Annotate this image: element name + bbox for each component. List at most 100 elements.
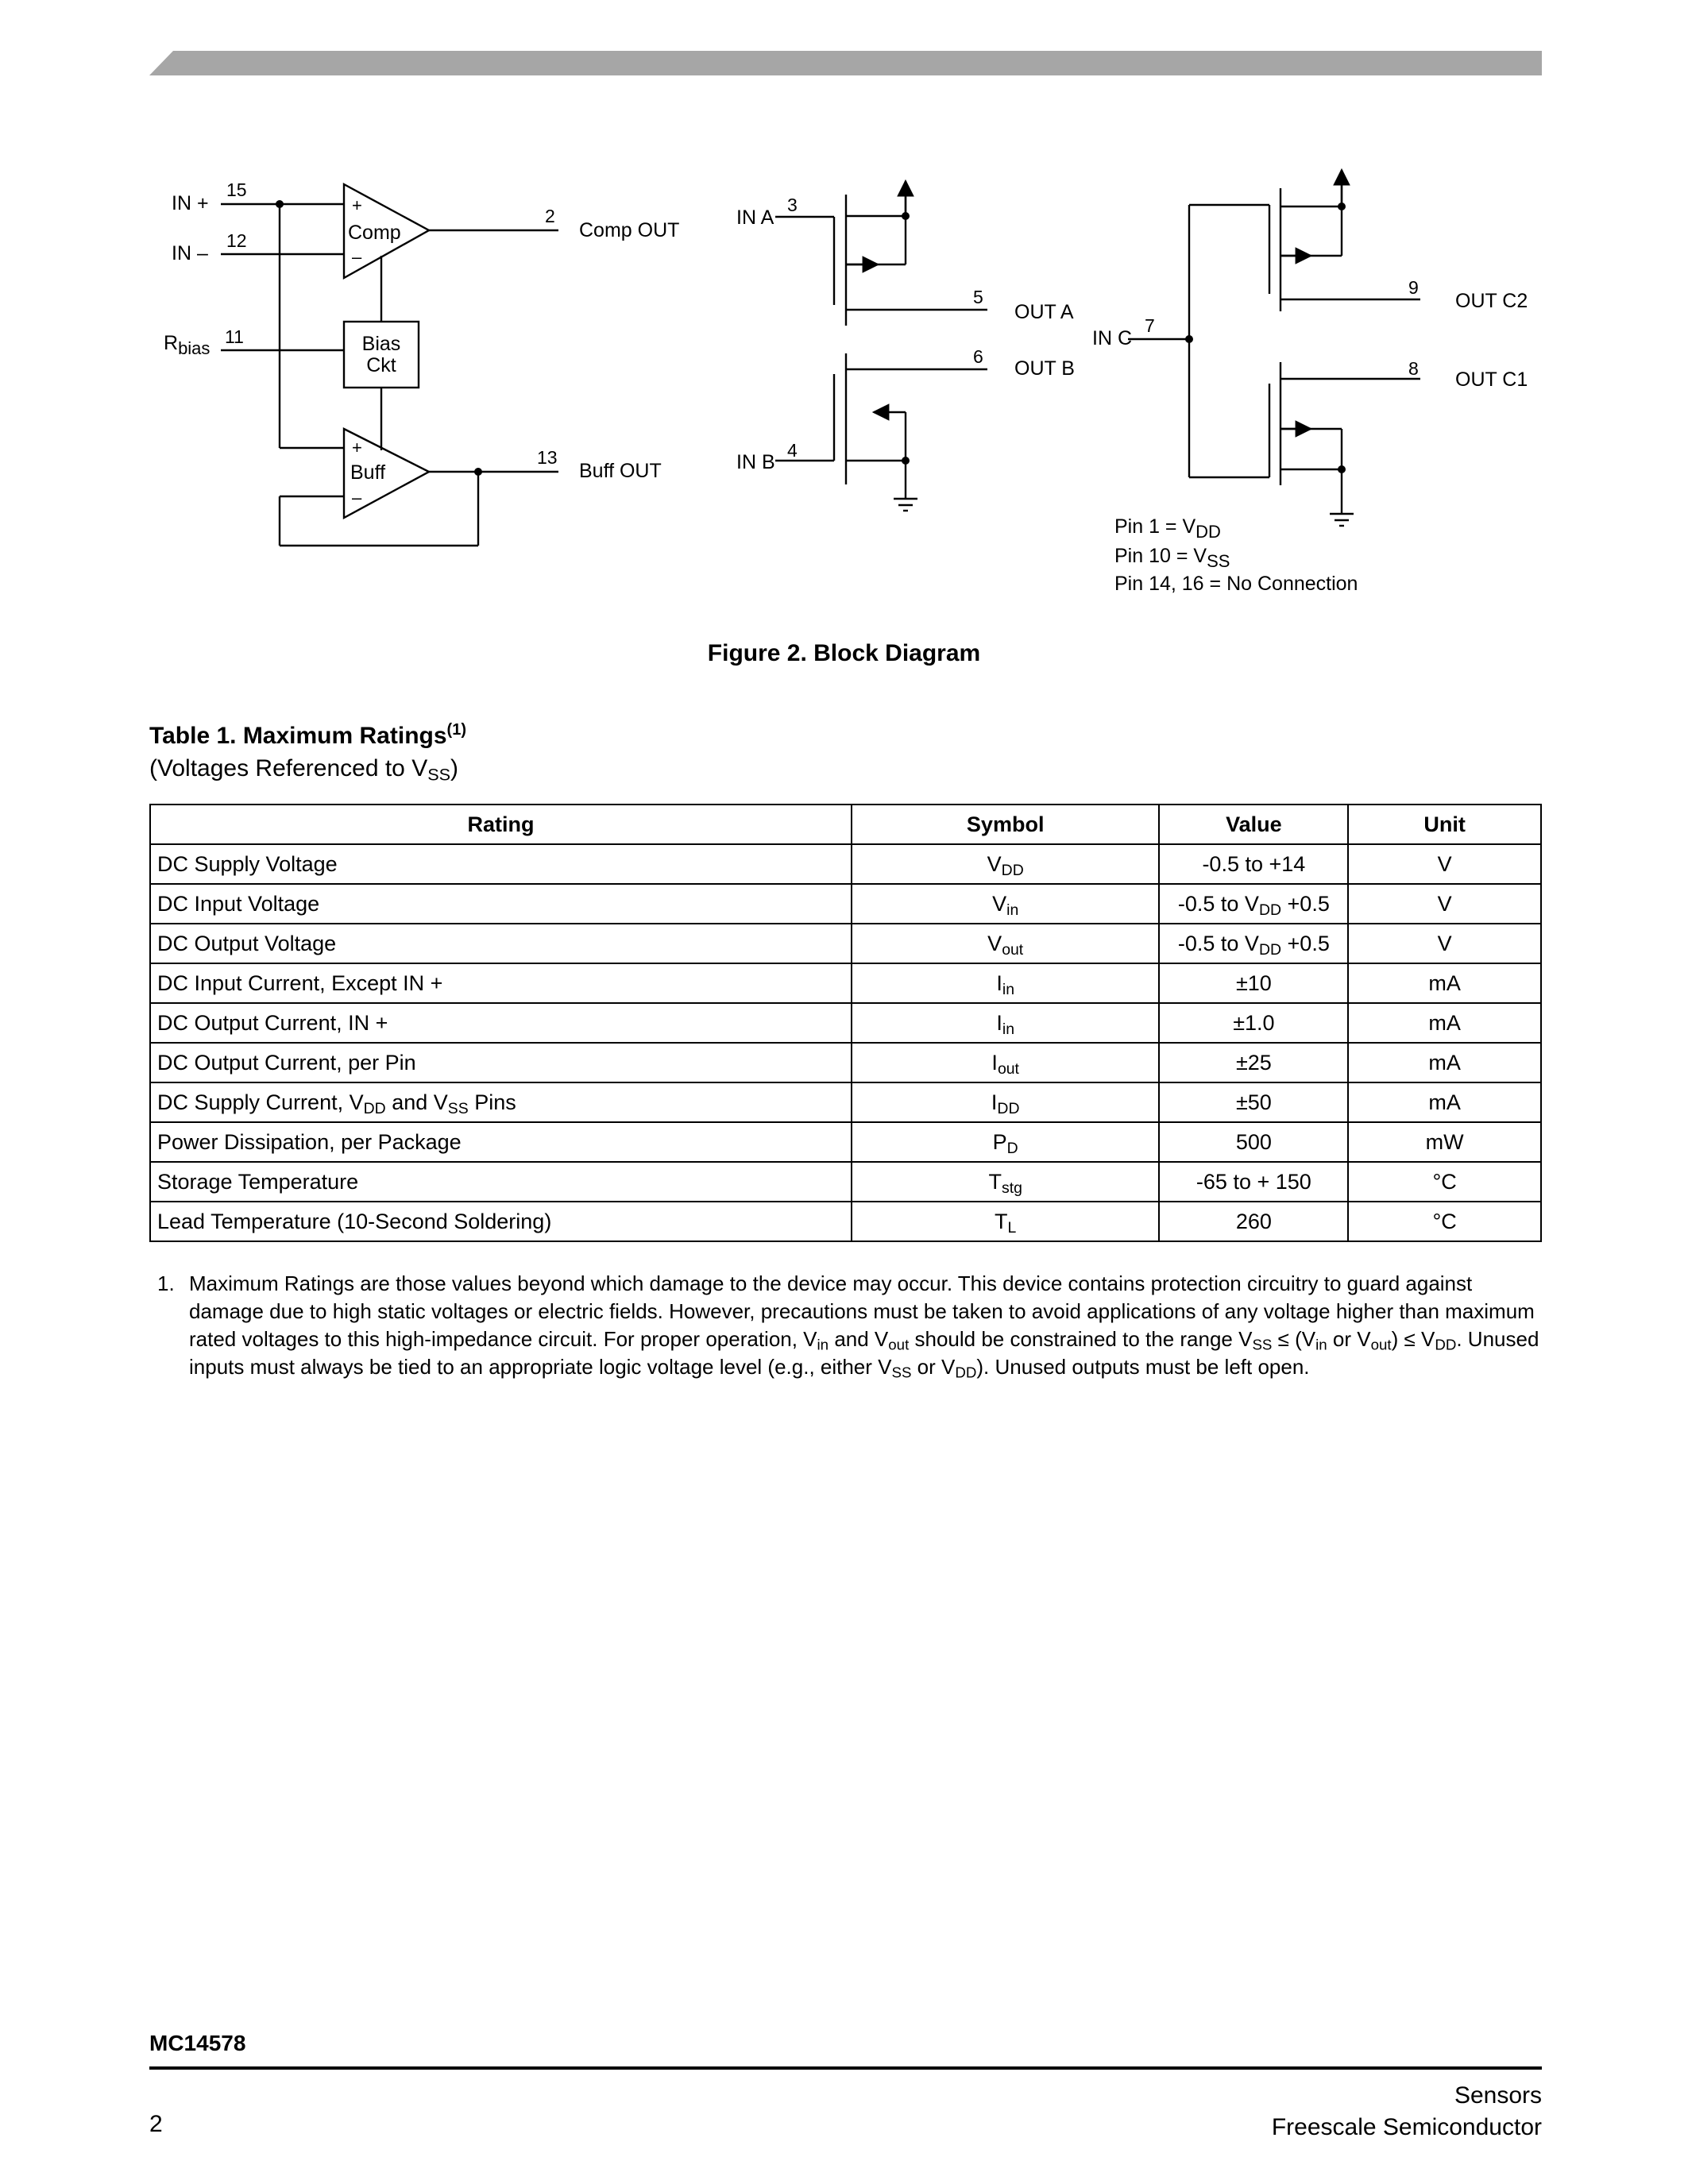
cell-symbol: IDD xyxy=(850,1082,1161,1123)
table-row: DC Output Voltage Vout -0.5 to VDD +0.5 … xyxy=(149,923,1542,964)
cell-unit: mW xyxy=(1347,1121,1542,1163)
page-number: 2 xyxy=(149,2111,163,2137)
figure-caption: Figure 2. Block Diagram xyxy=(707,640,981,666)
cell-symbol: Vout xyxy=(850,923,1161,964)
footer-rule xyxy=(149,2066,1542,2070)
cell-unit: mA xyxy=(1347,963,1542,1004)
note-pin14-16: Pin 14, 16 = No Connection xyxy=(1114,573,1358,595)
cell-unit: mA xyxy=(1347,1042,1542,1083)
header-bar xyxy=(149,51,1542,75)
table-row: Storage Temperature Tstg -65 to + 150 °C xyxy=(149,1161,1542,1202)
label-buff-out: Buff OUT xyxy=(579,460,662,482)
cell-unit: V xyxy=(1347,923,1542,964)
cell-value: -0.5 to VDD +0.5 xyxy=(1158,883,1350,924)
cell-value: -0.5 to VDD +0.5 xyxy=(1158,923,1350,964)
pin-13: 13 xyxy=(537,447,558,468)
pin-4: 4 xyxy=(787,440,798,461)
footnote-text: Maximum Ratings are those values beyond … xyxy=(189,1271,1539,1381)
footer-section: Sensors xyxy=(1454,2082,1542,2109)
header-unit: Unit xyxy=(1347,804,1542,845)
cell-rating: DC Input Current, Except IN + xyxy=(149,963,852,1004)
cell-rating: DC Output Current, IN + xyxy=(149,1002,852,1044)
header-symbol: Symbol xyxy=(850,804,1161,845)
comparator-label: Comp xyxy=(348,222,401,244)
pin-3: 3 xyxy=(787,195,798,215)
table-row: Lead Temperature (10-Second Soldering) T… xyxy=(149,1201,1542,1242)
note-pin10: Pin 10 = VSS xyxy=(1114,545,1230,571)
part-number: MC14578 xyxy=(149,2031,246,2055)
buff-minus-sign: – xyxy=(352,488,362,507)
pin-6: 6 xyxy=(973,346,983,367)
label-in-b: IN B xyxy=(736,451,775,473)
label-out-c2: OUT C2 xyxy=(1455,290,1528,312)
footer-right: Sensors Freescale Semiconductor xyxy=(1272,2080,1542,2143)
cell-rating: DC Supply Current, VDD and VSS Pins xyxy=(149,1082,852,1123)
cell-unit: °C xyxy=(1347,1161,1542,1202)
cell-value: 500 xyxy=(1158,1121,1350,1163)
pin-11: 11 xyxy=(225,326,244,347)
pin-2: 2 xyxy=(545,206,555,226)
pin-15: 15 xyxy=(226,179,247,200)
table-row: DC Input Current, Except IN + Iin ±10 mA xyxy=(149,963,1542,1004)
cell-value: -0.5 to +14 xyxy=(1158,843,1350,885)
pin-9: 9 xyxy=(1408,277,1419,298)
cell-value: 260 xyxy=(1158,1201,1350,1242)
cell-symbol: TL xyxy=(850,1201,1161,1242)
cell-rating: DC Output Current, per Pin xyxy=(149,1042,852,1083)
table-row: DC Input Voltage Vin -0.5 to VDD +0.5 V xyxy=(149,883,1542,924)
cell-rating: Power Dissipation, per Package xyxy=(149,1121,852,1163)
table-row: Power Dissipation, per Package PD 500 mW xyxy=(149,1121,1542,1163)
table-header-row: Rating Symbol Value Unit xyxy=(149,804,1542,845)
label-in-a: IN A xyxy=(736,206,774,229)
cell-rating: DC Input Voltage xyxy=(149,883,852,924)
cell-symbol: VDD xyxy=(850,843,1161,885)
cell-value: ±25 xyxy=(1158,1042,1350,1083)
cell-value: ±10 xyxy=(1158,963,1350,1004)
cell-unit: V xyxy=(1347,883,1542,924)
table-subtitle: (Voltages Referenced to VSS) xyxy=(149,755,459,785)
cell-value: ±50 xyxy=(1158,1082,1350,1123)
cell-symbol: Iout xyxy=(850,1042,1161,1083)
pin-12: 12 xyxy=(226,230,247,251)
cell-symbol: Iin xyxy=(850,1002,1161,1044)
label-in-minus: IN – xyxy=(172,242,208,264)
cell-rating: Storage Temperature xyxy=(149,1161,852,1202)
table-footnote: 1. Maximum Ratings are those values beyo… xyxy=(157,1270,1542,1381)
note-pin1: Pin 1 = VDD xyxy=(1114,515,1221,542)
cell-value: ±1.0 xyxy=(1158,1002,1350,1044)
footer-company: Freescale Semiconductor xyxy=(1271,2114,1542,2140)
comp-plus-sign: + xyxy=(352,195,362,215)
table-row: DC Output Current, per Pin Iout ±25 mA xyxy=(149,1042,1542,1083)
label-in-c: IN C xyxy=(1092,327,1132,349)
label-in-plus: IN + xyxy=(172,192,209,214)
cell-rating: DC Output Voltage xyxy=(149,923,852,964)
cell-symbol: Tstg xyxy=(850,1161,1161,1202)
bias-ckt-line1: Bias xyxy=(362,333,401,355)
cell-rating: DC Supply Voltage xyxy=(149,843,852,885)
cell-value: -65 to + 150 xyxy=(1158,1161,1350,1202)
footnote-number: 1. xyxy=(157,1271,175,1295)
cell-unit: °C xyxy=(1347,1201,1542,1242)
header-rating: Rating xyxy=(149,804,852,845)
pin-7: 7 xyxy=(1145,315,1155,336)
label-comp-out: Comp OUT xyxy=(579,219,679,241)
table-row: DC Output Current, IN + Iin ±1.0 mA xyxy=(149,1002,1542,1044)
label-out-b: OUT B xyxy=(1014,357,1075,380)
label-out-a: OUT A xyxy=(1014,301,1074,323)
cell-symbol: Vin xyxy=(850,883,1161,924)
buff-plus-sign: + xyxy=(352,438,362,457)
buffer-label: Buff xyxy=(350,461,385,484)
pin-5: 5 xyxy=(973,287,983,307)
cell-symbol: PD xyxy=(850,1121,1161,1163)
cell-unit: V xyxy=(1347,843,1542,885)
table-row: DC Supply Current, VDD and VSS Pins IDD … xyxy=(149,1082,1542,1123)
maximum-ratings-table: Rating Symbol Value Unit DC Supply Volta… xyxy=(149,804,1542,1242)
table-title: Table 1. Maximum Ratings(1) xyxy=(149,721,466,749)
cell-unit: mA xyxy=(1347,1082,1542,1123)
table-row: DC Supply Voltage VDD -0.5 to +14 V xyxy=(149,843,1542,885)
block-diagram: IN + IN – Rbias 15 12 11 2 13 + – Comp B… xyxy=(164,168,1528,595)
label-out-c1: OUT C1 xyxy=(1455,369,1528,391)
cell-unit: mA xyxy=(1347,1002,1542,1044)
bias-ckt-line2: Ckt xyxy=(366,354,396,376)
header-value: Value xyxy=(1158,804,1350,845)
